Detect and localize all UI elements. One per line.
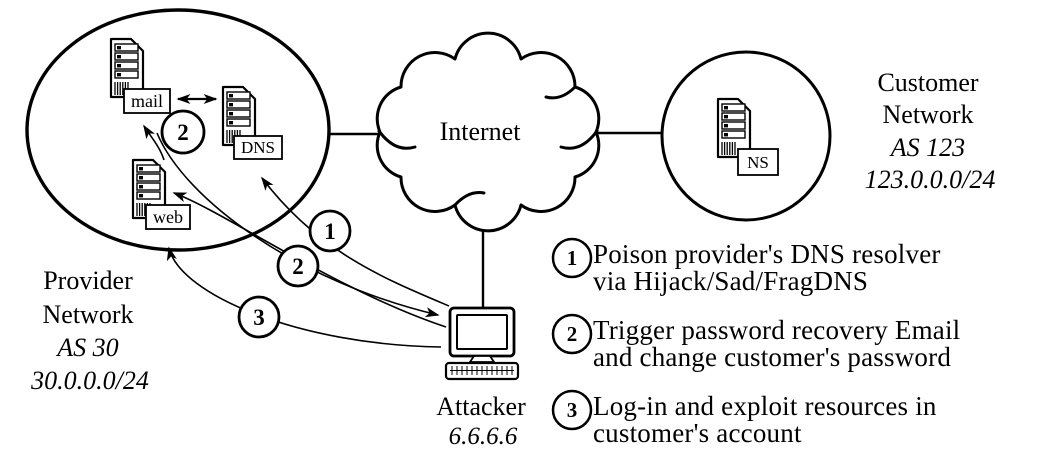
step3-marker <box>237 295 281 339</box>
legend-step3-number: 3 <box>567 398 578 422</box>
step1-marker <box>308 209 352 253</box>
step2-flow-number: 2 <box>292 254 304 279</box>
arrow-web-to-mail <box>143 124 165 161</box>
mail-label-box <box>123 88 171 114</box>
computer-icon <box>444 306 520 381</box>
attacker-caption: Attacker 6.6.6.6 <box>436 392 526 450</box>
step2-resolver-number: 2 <box>177 120 189 145</box>
customer-network-boundary <box>660 50 832 222</box>
legend-step3-marker <box>551 389 593 431</box>
step2-flow-marker <box>276 244 320 288</box>
legend: 1 Poison provider's DNS resolver via Hij… <box>551 237 960 448</box>
ns-label: NS <box>747 153 769 172</box>
legend-step1-marker <box>551 237 593 279</box>
arrow-attacker-to-dns <box>261 176 450 307</box>
dns-label: DNS <box>241 138 275 157</box>
provider-name-line2: Network <box>43 300 134 329</box>
attacker-name: Attacker <box>436 392 526 421</box>
legend-step2-number: 2 <box>567 322 578 346</box>
provider-name-line1: Provider <box>43 266 133 295</box>
internet-label: Internet <box>440 117 522 146</box>
legend-step3-line2: customer's account <box>593 418 802 448</box>
ns-label-box <box>737 148 779 176</box>
customer-name-line2: Network <box>883 100 974 129</box>
dns-label-box <box>233 135 283 160</box>
customer-as-number: AS 123 <box>889 133 965 162</box>
provider-network-boundary <box>25 8 331 252</box>
keyboard-keys <box>450 366 514 375</box>
customer-prefix: 123.0.0.0/24 <box>865 165 996 194</box>
cloud-tails <box>377 85 599 207</box>
provider-as-number: AS 30 <box>55 333 118 362</box>
legend-step1-number: 1 <box>567 246 578 270</box>
customer-name-line1: Customer <box>877 68 978 97</box>
legend-step1-line2: via Hijack/Sad/FragDNS <box>593 266 868 296</box>
cloud-icon <box>375 31 601 233</box>
legend-step2-marker <box>551 313 593 355</box>
mail-label: mail <box>131 91 163 111</box>
step2-resolver-marker <box>160 109 206 155</box>
web-label-box <box>145 204 191 230</box>
step-markers: 1 2 2 3 <box>160 109 352 339</box>
legend-step1-line1: Poison provider's DNS resolver <box>593 239 941 269</box>
web-label: web <box>153 207 183 227</box>
provider-prefix: 30.0.0.0/24 <box>30 366 149 395</box>
customer-caption: Customer Network AS 123 123.0.0.0/24 <box>865 68 996 194</box>
attacker-ip: 6.6.6.6 <box>449 423 518 450</box>
legend-step2-line1: Trigger password recovery Email <box>593 315 960 345</box>
legend-step2-line2: and change customer's password <box>593 342 951 372</box>
provider-caption: Provider Network AS 30 30.0.0.0/24 <box>30 266 149 395</box>
step1-number: 1 <box>324 219 336 244</box>
legend-step3-line1: Log-in and exploit resources in <box>593 391 937 421</box>
arrow-mail-to-attacker <box>156 132 440 318</box>
step3-number: 3 <box>253 305 265 330</box>
